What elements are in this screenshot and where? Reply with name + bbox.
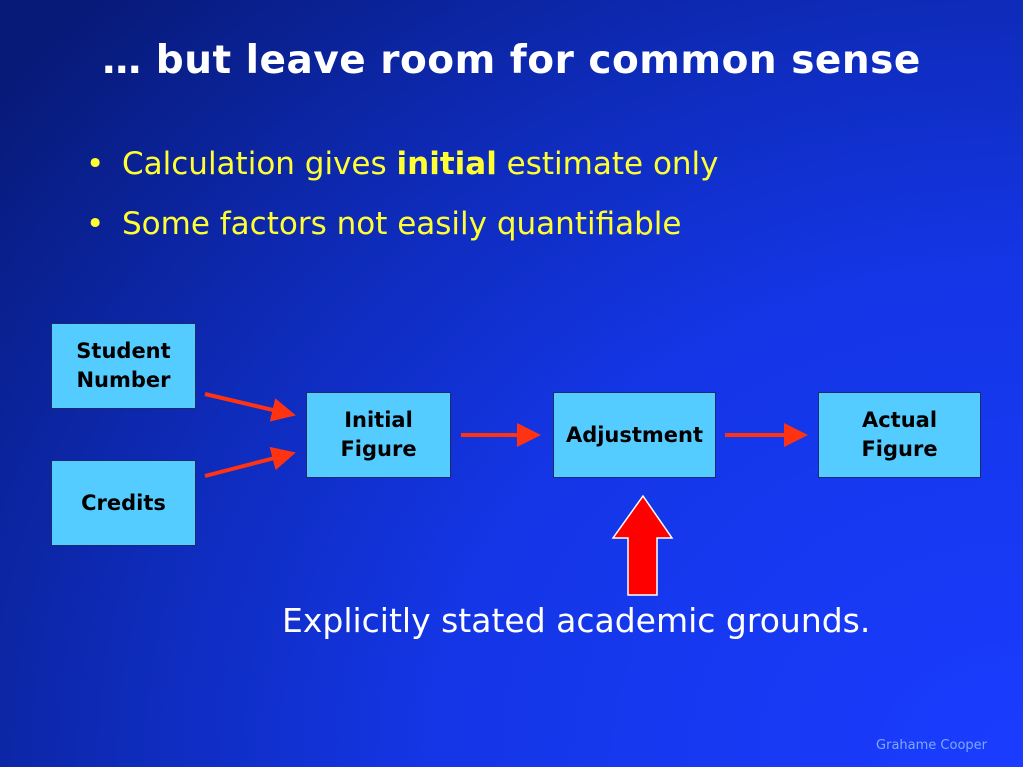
box-student-number: Student Number xyxy=(51,323,196,409)
box-adjustment: Adjustment xyxy=(553,392,716,478)
box-initial-figure-label: Initial Figure xyxy=(340,408,417,461)
box-student-number-label: Student Number xyxy=(76,339,171,392)
bullet-item-2: • Some factors not easily quantifiable xyxy=(86,202,719,262)
box-credits-label: Credits xyxy=(81,490,166,515)
bullet-dot: • xyxy=(86,146,105,182)
slide-title: … but leave room for common sense xyxy=(102,38,921,83)
diagram-caption: Explicitly stated academic grounds. xyxy=(282,601,871,640)
author-credit: Grahame Cooper xyxy=(876,738,987,753)
bullet-2-text: Some factors not easily quantifiable xyxy=(122,206,682,242)
box-initial-figure: Initial Figure xyxy=(306,392,451,478)
box-adjustment-label: Adjustment xyxy=(565,422,704,447)
bullet-dot: • xyxy=(86,206,105,242)
bullet-1-emphasis: initial xyxy=(396,146,497,182)
up-arrow-icon xyxy=(611,494,674,596)
box-credits: Credits xyxy=(51,460,196,546)
box-actual-figure: Actual Figure xyxy=(818,392,981,478)
arrow-credits-to-initial xyxy=(204,446,296,478)
bullet-1-text-before: Calculation gives xyxy=(122,146,397,182)
bullet-1-text-after: estimate only xyxy=(496,146,719,182)
box-actual-figure-label: Actual Figure xyxy=(861,408,938,461)
bullet-list: • Calculation gives initial estimate onl… xyxy=(86,142,719,262)
arrow-student-to-initial xyxy=(204,392,296,422)
bullet-item-1: • Calculation gives initial estimate onl… xyxy=(86,142,719,202)
